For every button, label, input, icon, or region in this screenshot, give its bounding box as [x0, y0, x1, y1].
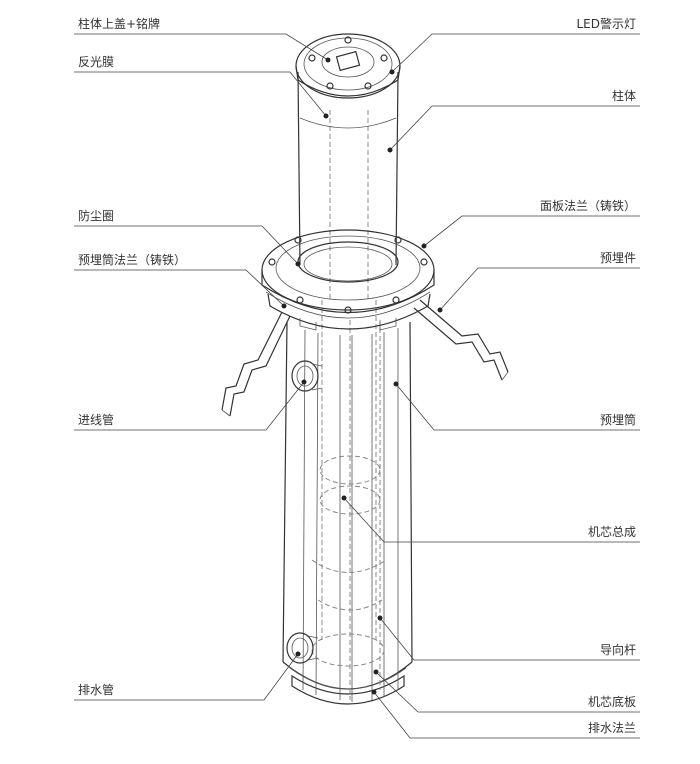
- label-dust-ring: 防尘圈: [78, 209, 115, 223]
- leader-led-light: [389, 33, 640, 75]
- leader-embedded-part: [437, 267, 640, 313]
- label-panel-flange: 面板法兰（铸铁）: [539, 199, 636, 213]
- leader-drain-pipe: [74, 651, 301, 701]
- label-embedded-cylinder: 预埋筒: [599, 413, 636, 427]
- cable-inlet-pipe-shape: [291, 360, 323, 392]
- embedded-part-left-shape: [221, 311, 291, 417]
- label-core-base-plate: 机芯底板: [587, 695, 636, 709]
- embedded-flange-shape: [267, 293, 431, 331]
- label-drain-flange: 排水法兰: [587, 721, 636, 735]
- label-drain-pipe: 排水管: [78, 683, 115, 697]
- leader-drain-flange: [371, 689, 640, 739]
- top-cover-shape: [295, 33, 401, 99]
- guide-rod-shape: [349, 320, 381, 700]
- leader-embedded-cylinder: [393, 381, 640, 431]
- embedded-cylinder-shape: [282, 321, 413, 705]
- leader-panel-flange: [421, 215, 640, 249]
- label-embedded-flange: 预埋筒法兰（铸铁）: [78, 253, 187, 267]
- label-guide-rod: 导向杆: [599, 643, 636, 657]
- label-column-body: 柱体: [611, 89, 636, 103]
- leader-column-body: [387, 105, 640, 153]
- leader-embedded-flange: [74, 269, 287, 309]
- leader-cable-inlet: [74, 379, 307, 431]
- label-reflective-film: 反光膜: [78, 55, 115, 69]
- leader-guide-rod: [377, 615, 640, 661]
- column-body-shape: [297, 71, 399, 266]
- embedded-part-right-shape: [413, 299, 509, 381]
- leader-core-assembly: [341, 495, 640, 543]
- label-led-light: LED警示灯: [576, 17, 636, 31]
- leader-dust-ring: [74, 225, 301, 267]
- label-cable-inlet-pipe: 进线管: [78, 413, 115, 427]
- drain-pipe-shape: [286, 632, 319, 664]
- leader-top-cover: [74, 33, 331, 63]
- leader-reflective-film: [74, 71, 329, 119]
- core-assembly-shape: [311, 110, 387, 667]
- label-top-cover-nameplate: 柱体上盖+铭牌: [78, 17, 161, 31]
- panel-flange-shape: [261, 229, 435, 319]
- label-core-assembly: 机芯总成: [587, 525, 636, 539]
- label-embedded-part: 预埋件: [599, 251, 636, 265]
- leader-core-base-plate: [373, 669, 640, 713]
